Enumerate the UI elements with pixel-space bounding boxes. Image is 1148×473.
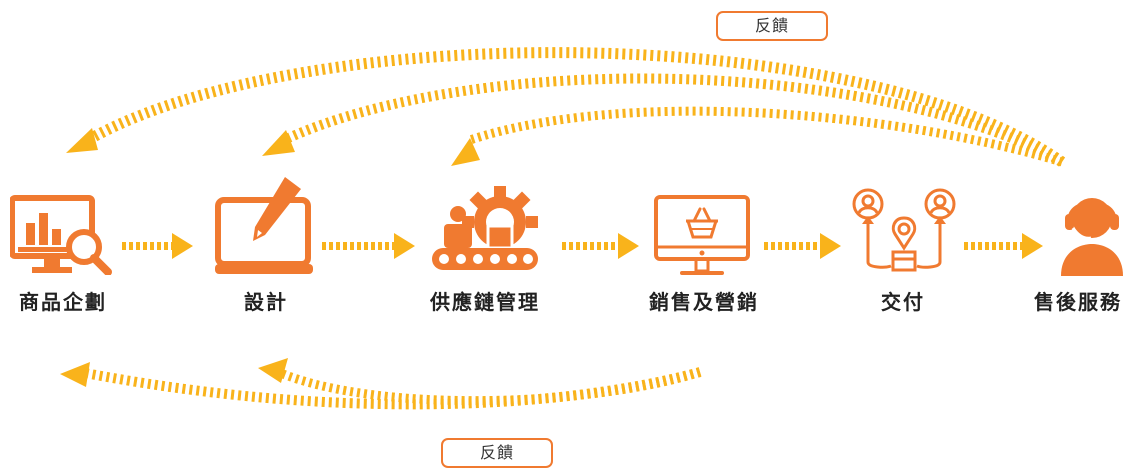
design-tablet-pen-icon [215, 177, 313, 274]
stage-label-design: 設計 [244, 290, 288, 314]
forward-arrow-2 [322, 233, 415, 259]
customer-service-icon [1061, 198, 1123, 276]
ecommerce-monitor-icon [654, 195, 750, 275]
feedback-top-label: 反饋 [716, 11, 828, 41]
stage-label-after-sales: 售後服務 [1034, 290, 1122, 314]
forward-arrow-1 [122, 233, 193, 259]
arrowhead-supply-top [451, 138, 480, 166]
delivery-network-icon [852, 188, 956, 272]
stage-label-planning: 商品企劃 [19, 290, 107, 314]
arrowhead-design-bottom [258, 358, 288, 383]
feedback-arc-to-supply [468, 106, 1064, 167]
feedback-bottom-label: 反饋 [441, 438, 553, 468]
feedback-arc-to-planning [85, 47, 1066, 167]
arrowhead-design-top [262, 130, 295, 156]
feedback-arc-bottom-to-planning [79, 367, 702, 410]
forward-arrow-5 [964, 233, 1043, 259]
forward-arrow-4 [764, 233, 841, 259]
feedback-arc-to-design [281, 73, 1065, 167]
forward-arrow-3 [562, 233, 639, 259]
stage-label-delivery: 交付 [881, 290, 925, 314]
forward-arrows [122, 233, 1043, 259]
arrowhead-planning-top [66, 128, 98, 153]
stage-label-supply-chain: 供應鏈管理 [430, 290, 540, 314]
arrowhead-planning-bottom [60, 362, 90, 387]
stage-label-sales-marketing: 銷售及營銷 [649, 290, 759, 314]
analytics-monitor-icon [10, 195, 112, 275]
feedback-arc-bottom-to-design [276, 367, 702, 406]
factory-conveyor-icon [432, 186, 538, 270]
